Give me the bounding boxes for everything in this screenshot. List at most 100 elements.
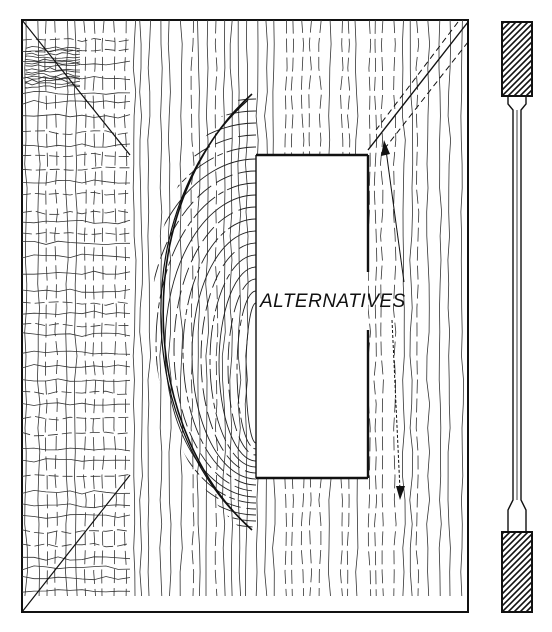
grain-line-horizontal [22,565,131,571]
hatch-line [502,23,532,55]
grain-knot-line [25,85,81,89]
grain-knot-line [25,46,81,50]
hatch-line [502,557,532,589]
grain-line-vertical [147,20,152,597]
hatch-line [502,563,532,595]
mitre-dashed-2 [375,21,459,131]
raised-panel-arc [227,278,256,456]
grain-line-horizontal [22,210,131,215]
hatch-line [524,605,532,612]
raised-panel-arc [155,182,256,504]
raised-panel-arc [245,302,256,444]
grain-line-vertical [447,20,452,597]
grain-line-horizontal [22,447,131,452]
grain-line-vertical [101,20,105,597]
grain-line-vertical [123,20,128,597]
grain-line-horizontal [22,529,131,535]
grain-line-horizontal [22,378,131,382]
grain-knot-line [25,73,81,77]
raised-panel-arc [182,218,256,486]
grain-line-horizontal [22,364,131,369]
grain-line-horizontal [22,474,131,477]
grain-line-horizontal [22,350,131,355]
grain-line-vertical [73,20,78,597]
hatch-line [502,53,532,85]
hatch-line [502,0,532,12]
hatch-line [502,532,518,547]
grain-line-horizontal [22,91,131,95]
grain-line-vertical [92,20,97,597]
grain-knot-line [25,55,81,59]
grain-line-horizontal [22,431,131,437]
grain-line-horizontal [22,60,131,66]
grain-line-vertical [367,20,372,597]
grain-line-horizontal [22,575,131,581]
callout-arrow-lower [391,319,401,491]
raised-panel-arc [218,266,256,462]
grain-knot-line [25,76,81,80]
hatch-line [502,551,532,583]
grain-line-horizontal [22,232,131,236]
inner-panel [256,155,368,478]
grain-line-vertical [244,20,249,596]
hatch-line [502,618,532,632]
grain-knot-line [25,67,80,71]
mitre-line-top-left [21,19,131,156]
hatch-line [506,587,532,612]
grain-line-horizontal [22,402,131,406]
grain-line-horizontal [22,390,131,395]
grain-line-vertical [415,20,420,597]
grain-knot-line [25,58,81,62]
hatch-bottom-rail [502,532,532,632]
hatch-line [518,599,532,612]
grain-line-horizontal [22,143,131,148]
grain-line-vertical [392,20,397,597]
grain-line-horizontal [22,322,131,328]
grain-line-horizontal [22,332,131,337]
arrowhead-upper [381,140,390,156]
hatch-line [502,0,532,6]
hatch-line [512,77,532,96]
grain-line-horizontal [22,415,131,421]
grain-line-vertical [44,20,49,597]
grain-line-horizontal [22,288,131,293]
grain-line-vertical [83,20,87,597]
hatch-line [524,89,532,96]
hatch-line [502,569,532,601]
raised-panel-arc [200,242,256,474]
grain-line-vertical [190,20,195,597]
grain-line-vertical [460,20,464,597]
grain-line-horizontal [22,514,131,519]
grain-line-vertical [54,20,59,597]
section-panel-profile [507,96,527,532]
hatch-line [502,35,532,67]
arrowhead-lower [396,486,405,500]
hatch-line [502,533,532,565]
grain-line-horizontal [22,240,131,246]
raised-panel-inner-edge [160,99,249,527]
grain-line-vertical [380,20,384,597]
grain-line-horizontal [22,310,131,315]
grain-line-vertical [214,20,219,597]
grain-knot-line [25,70,81,74]
hatch-line [502,532,524,553]
hatch-line [502,22,530,49]
mitre-line-top-right [367,21,469,151]
hatch-line [502,29,532,61]
hatch-line [502,47,532,79]
grain-line-horizontal [22,38,131,43]
grain-line-horizontal [22,179,131,184]
grain-line-vertical [132,20,137,597]
grain-knot-line [25,64,81,68]
grain-line-vertical [205,20,209,596]
grain-line-vertical [65,20,69,597]
grain-line-vertical [36,20,41,597]
grain-line-vertical [196,20,201,597]
grain-line-horizontal [22,130,131,135]
hatch-line [518,83,532,96]
grain-knot-line [25,52,81,56]
hatch-line [502,581,532,612]
hatch-line [502,22,506,25]
grain-knot-line [25,81,81,86]
